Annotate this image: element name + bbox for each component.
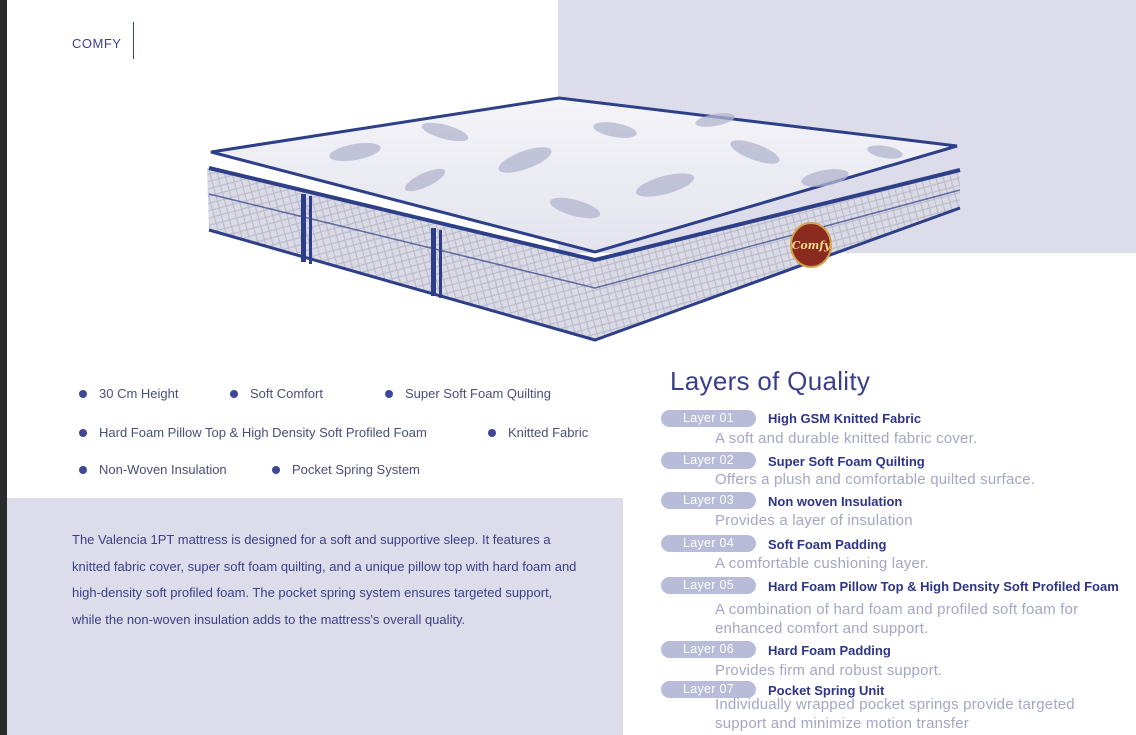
feature-item: Knitted Fabric <box>488 425 588 440</box>
bullet-icon <box>79 389 87 398</box>
layer-description: A comfortable cushioning layer. <box>715 555 929 572</box>
bullet-icon <box>272 465 280 474</box>
feature-label: Pocket Spring System <box>292 462 420 477</box>
layer-tag: Layer 04 <box>661 535 756 552</box>
feature-label: Knitted Fabric <box>508 425 589 440</box>
layer-name: Super Soft Foam Quilting <box>768 454 925 469</box>
logo-badge-text: Comfy <box>792 239 832 252</box>
layer-tag: Layer 01 <box>661 410 756 427</box>
layer-name: Hard Foam Pillow Top & High Density Soft… <box>768 579 1119 594</box>
feature-label: Soft Comfort <box>250 386 323 401</box>
layer-tag: Layer 03 <box>661 492 756 509</box>
layer-name: Soft Foam Padding <box>768 537 887 552</box>
feature-label: Hard Foam Pillow Top & High Density Soft… <box>99 425 427 440</box>
layer-tag: Layer 07 <box>661 681 756 698</box>
feature-item: Hard Foam Pillow Top & High Density Soft… <box>79 425 427 440</box>
feature-item: Non-Woven Insulation <box>79 462 227 477</box>
bottom-left-panel <box>7 498 623 735</box>
layer-name: Non woven Insulation <box>768 494 903 509</box>
feature-label: 30 Cm Height <box>99 386 179 401</box>
layer-description: A combination of hard foam and profiled … <box>715 601 1079 637</box>
layer-description: Provides a layer of insulation <box>715 512 913 529</box>
layer-tag: Layer 05 <box>661 577 756 594</box>
brand-name[interactable]: COMFY <box>72 36 122 51</box>
feature-item: Super Soft Foam Quilting <box>385 386 551 401</box>
bullet-icon <box>79 465 87 474</box>
layer-tag: Layer 06 <box>661 641 756 658</box>
layer-name: High GSM Knitted Fabric <box>768 411 922 426</box>
bullet-icon <box>79 428 87 437</box>
layer-description: Offers a plush and comfortable quilted s… <box>715 471 1036 488</box>
left-edge-strip <box>0 0 7 735</box>
layer-description: A soft and durable knitted fabric cover. <box>715 430 978 447</box>
feature-label: Non-Woven Insulation <box>99 462 227 477</box>
mattress-image: Comfy <box>207 96 961 342</box>
layer-name: Pocket Spring Unit <box>768 683 885 698</box>
feature-item: 30 Cm Height <box>79 386 178 401</box>
layer-tag: Layer 02 <box>661 452 756 469</box>
layer-description: Individually wrapped pocket springs prov… <box>715 696 1075 732</box>
bullet-icon <box>488 428 496 437</box>
layer-description: Provides firm and robust support. <box>715 662 943 679</box>
brand-divider <box>133 22 134 59</box>
bullet-icon <box>385 389 393 398</box>
bullet-icon <box>230 389 238 398</box>
feature-item: Soft Comfort <box>230 386 323 401</box>
layer-name: Hard Foam Padding <box>768 643 891 658</box>
feature-item: Pocket Spring System <box>272 462 420 477</box>
product-description: The Valencia 1PT mattress is designed fo… <box>72 532 577 627</box>
feature-label: Super Soft Foam Quilting <box>405 386 551 401</box>
layers-title: Layers of Quality <box>670 366 871 396</box>
